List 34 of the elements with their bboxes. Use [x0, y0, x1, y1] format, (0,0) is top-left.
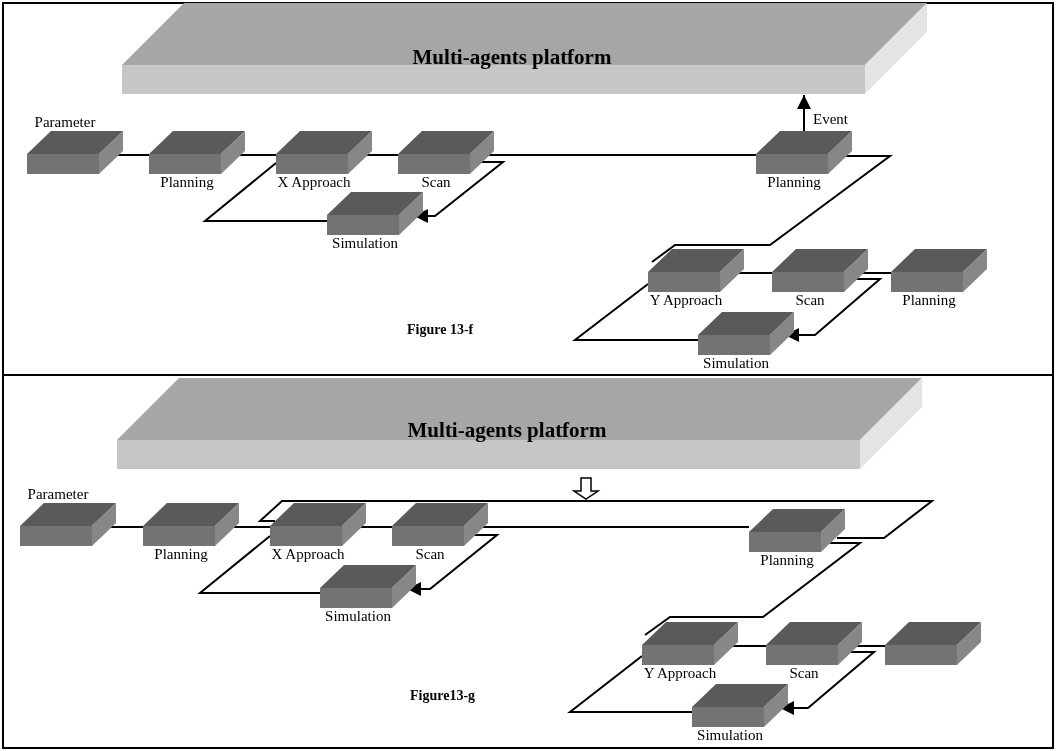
- connector-line: [651, 155, 894, 263]
- block-label: X Approach: [276, 175, 352, 190]
- block-label: Scan: [788, 666, 820, 681]
- connector-line: [567, 655, 693, 713]
- figure-caption: Figure13-g: [410, 688, 476, 704]
- connector-line: [197, 535, 321, 594]
- arrow: [797, 94, 811, 132]
- block-label: Planning: [153, 547, 209, 562]
- edge-label: Event: [812, 112, 849, 127]
- block-label: Simulation: [324, 609, 392, 624]
- block-label: Simulation: [702, 356, 770, 371]
- figure-panel: [2, 2, 1054, 376]
- figure-caption: Figure 13-f: [407, 322, 474, 338]
- connector-line: [572, 283, 699, 341]
- block-label: Parameter: [33, 115, 97, 130]
- block-label: Scan: [794, 293, 826, 308]
- block-label: Planning: [759, 553, 815, 568]
- block-label: Planning: [766, 175, 822, 190]
- connector-line: [257, 500, 935, 539]
- block-label: Scan: [414, 547, 446, 562]
- platform-title: Multi-agents platform: [411, 45, 613, 70]
- block-label: Scan: [420, 175, 452, 190]
- block-label: Planning: [159, 175, 215, 190]
- connector-line: [202, 162, 328, 222]
- platform-title: Multi-agents platform: [406, 418, 608, 443]
- block-label: Simulation: [696, 728, 764, 743]
- block-label: Simulation: [331, 236, 399, 251]
- connector-line: [644, 542, 863, 636]
- block-label: Parameter: [26, 487, 90, 502]
- block-label: Y Approach: [648, 293, 724, 308]
- figure-panel: [2, 374, 1054, 749]
- block-label: Planning: [901, 293, 957, 308]
- block-label: Y Approach: [642, 666, 718, 681]
- block-label: X Approach: [270, 547, 346, 562]
